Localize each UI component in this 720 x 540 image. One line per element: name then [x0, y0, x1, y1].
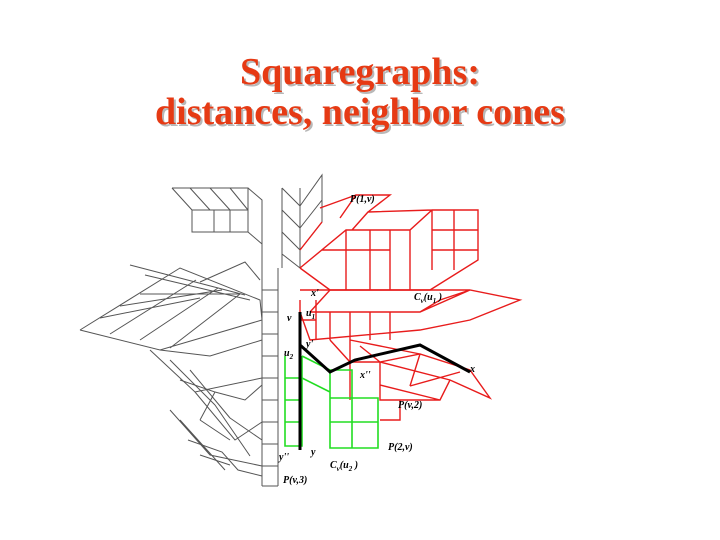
path-u1-to-x	[298, 312, 471, 374]
green-neighbor-cone	[284, 355, 379, 449]
label-p2v: P(2,v)	[388, 442, 413, 453]
label-p1v: P(1,v)	[350, 194, 375, 205]
label-u1: u1	[306, 308, 315, 321]
title-line-2: distances, neighbor cones	[155, 91, 565, 133]
label-cv-u2: Cv(u2 )	[330, 460, 358, 473]
label-y: y	[310, 447, 316, 458]
gray-squaregraph	[79, 173, 323, 487]
label-y-double: y''	[278, 452, 289, 463]
diagram-labels: P(1,v) x' Cv(u1 ) v u1 y' u2 x'' x P(v,2…	[278, 194, 475, 486]
slide-title: Squaregraphs: distances, neighbor cones	[0, 52, 720, 132]
label-x-prime: x'	[310, 288, 319, 299]
label-pv3: P(v,3)	[283, 475, 307, 486]
label-x: x	[469, 364, 475, 375]
label-y-prime: y'	[305, 339, 313, 350]
shortest-paths	[298, 312, 471, 450]
label-pv2: P(v,2)	[398, 400, 422, 411]
label-cv-u1: Cv(u1 )	[414, 292, 442, 305]
label-v: v	[287, 313, 292, 324]
label-u2: u2	[284, 348, 294, 361]
title-line-1: Squaregraphs:	[239, 51, 481, 93]
label-x-double: x''	[359, 370, 371, 381]
red-neighbor-cone	[299, 194, 523, 421]
